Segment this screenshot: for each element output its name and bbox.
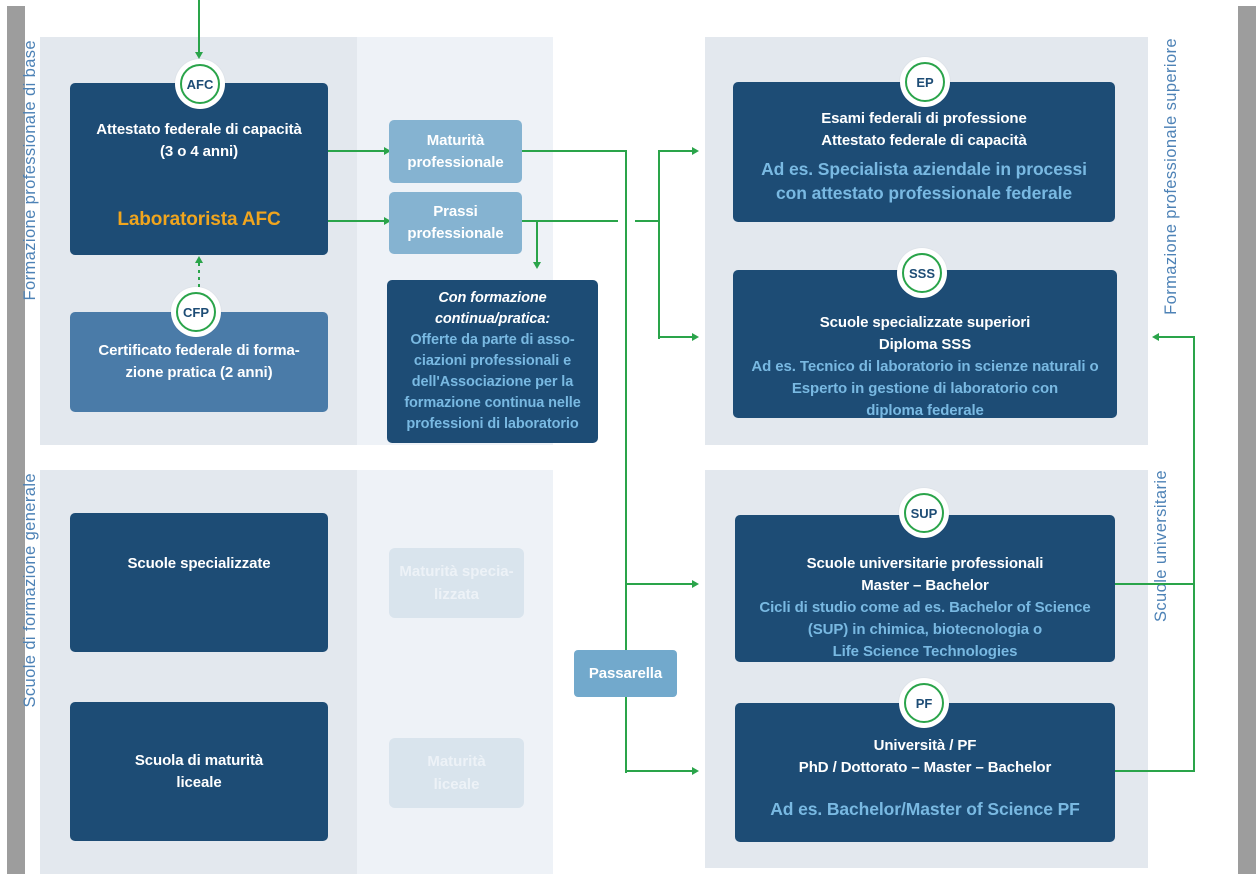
trunk-maturita-vertical: [625, 150, 627, 773]
maturita-professionale-box: Maturità professionale: [389, 120, 522, 183]
formazione-continua-title-line2: continua/pratica:: [434, 311, 551, 327]
scuola-maturita-liceale-line1: Scuola di maturità: [134, 751, 264, 769]
right-trunk-vertical: [1193, 337, 1195, 772]
connector-to-ep: [660, 150, 692, 152]
section-label-formazione-base: Formazione professionale di base: [21, 40, 39, 301]
sup-box-line2: Master – Bachelor: [861, 577, 989, 594]
connector-afc-to-prassi-professionale: [328, 220, 384, 222]
sss-badge: SSS: [897, 248, 947, 298]
sup-box: Scuole universitarie professionali Maste…: [735, 515, 1115, 662]
afc-box-title-line1: Attestato federale di capacità: [96, 121, 302, 138]
connector-entry-to-afc: [198, 0, 200, 52]
connector-trunk-to-sup: [627, 583, 692, 585]
arrowhead-to-pf: [692, 767, 699, 775]
connector-prassi-segment-2: [635, 220, 660, 222]
scuola-maturita-liceale-box: Scuola di maturità liceale: [70, 702, 328, 841]
pf-box-line1: Università / PF: [873, 737, 977, 754]
section-label-professionale-superiore: Formazione professionale superiore: [1162, 38, 1180, 315]
formazione-continua-title-line1: Con formazione: [438, 290, 547, 306]
cfp-badge: CFP: [171, 287, 221, 337]
prassi-professionale-box: Prassi professionale: [389, 192, 522, 254]
afc-badge-label: AFC: [186, 76, 214, 92]
connector-prassi-segment-1: [522, 220, 618, 222]
formazione-continua-body-line1: Offerte da parte di asso-: [410, 332, 575, 348]
scuole-specializzate-box: Scuole specializzate: [70, 513, 328, 652]
maturita-specializzata-line1: Maturità specia-: [399, 563, 514, 580]
maturita-professionale-line1: Maturità: [426, 131, 485, 149]
cfp-box-line1: Certificato federale di forma-: [98, 342, 300, 359]
maturita-liceale-box: Maturità liceale: [389, 738, 524, 808]
section-label-formazione-generale: Scuole di formazione generale: [21, 473, 39, 708]
formazione-continua-body-line5: professioni di laboratorio: [406, 416, 579, 432]
sup-box-example-line2: (SUP) in chimica, biotecnologia o: [807, 621, 1043, 638]
connector-sup-to-right-trunk: [1115, 583, 1195, 585]
passarella-box: Passarella: [574, 650, 677, 697]
afc-badge: AFC: [175, 59, 225, 109]
formazione-continua-body-line4: formazione continua nelle: [404, 395, 581, 411]
arrowhead-to-maturita-professionale: [384, 147, 391, 155]
pf-badge: PF: [899, 678, 949, 728]
left-frame-bar: [7, 6, 25, 874]
arrowhead-to-sup: [692, 580, 699, 588]
passarella-label: Passarella: [588, 664, 663, 682]
maturita-professionale-line2: professionale: [407, 153, 504, 171]
pf-badge-label: PF: [915, 695, 933, 711]
ep-badge: EP: [900, 57, 950, 107]
sup-box-line1: Scuole universitarie professionali: [806, 555, 1044, 572]
arrowhead-to-prassi-professionale: [384, 217, 391, 225]
afc-box: Attestato federale di capacità (3 o 4 an…: [70, 83, 328, 255]
pf-box-example-line1: Ad es. Bachelor/Master of Science PF: [770, 799, 1080, 819]
cfp-box-line2: zione pratica (2 anni): [125, 364, 273, 381]
ep-box-line2: Attestato federale di capacità: [821, 132, 1027, 149]
ep-box-example-line1: Ad es. Specialista aziendale in processi: [761, 159, 1087, 179]
sss-box-line1: Scuole specializzate superiori: [819, 314, 1031, 331]
cfp-badge-label: CFP: [183, 304, 209, 320]
sup-badge-label: SUP: [910, 505, 938, 521]
prassi-professionale-line2: professionale: [407, 225, 504, 242]
afc-box-title-line2: (3 o 4 anni): [160, 143, 238, 160]
panel-formazione-generale-strip: [357, 470, 553, 874]
prassi-professionale-line1: Prassi: [433, 203, 478, 220]
connector-to-sss: [660, 336, 692, 338]
connector-prassi-to-formazione-continua: [536, 222, 538, 262]
pf-box-line2: PhD / Dottorato – Master – Bachelor: [798, 759, 1052, 776]
arrowhead-right-to-sss: [1152, 333, 1159, 341]
ep-box-example-line2: con attestato professionale federale: [776, 183, 1072, 203]
formazione-continua-body-line2: ciazioni professionali e: [413, 353, 572, 369]
connector-right-trunk-to-sss: [1159, 336, 1195, 338]
ep-badge-label: EP: [916, 74, 934, 90]
connector-pf-to-right-trunk: [1115, 770, 1195, 772]
sss-box-example-line1: Ad es. Tecnico di laboratorio in scienze…: [751, 358, 1099, 375]
formazione-continua-body-line3: dell'Associazione per la: [411, 374, 574, 390]
sss-box-example-line2: Esperto in gestione di laboratorio con: [791, 380, 1059, 397]
arrowhead-cfp-to-afc: [195, 256, 203, 263]
pf-box: Università / PF PhD / Dottorato – Master…: [735, 703, 1115, 842]
arrowhead-to-formazione-continua: [533, 262, 541, 269]
arrowhead-to-ep: [692, 147, 699, 155]
sup-box-example-line1: Cicli di studio come ad es. Bachelor of …: [759, 599, 1091, 616]
sss-box-line2: Diploma SSS: [878, 336, 972, 353]
connector-cfp-to-afc-dashed: [198, 263, 200, 288]
arrowhead-to-sss: [692, 333, 699, 341]
scuole-specializzate-line1: Scuole specializzate: [127, 555, 271, 572]
connector-afc-to-maturita-professionale: [328, 150, 384, 152]
maturita-liceale-line2: liceale: [433, 776, 480, 793]
connector-trunk-to-pf: [627, 770, 692, 772]
trunk-prassi-vertical: [658, 150, 660, 339]
sup-badge: SUP: [899, 488, 949, 538]
right-frame-bar: [1238, 6, 1256, 874]
maturita-specializzata-box: Maturità specia- lizzata: [389, 548, 524, 618]
sss-badge-label: SSS: [908, 265, 935, 281]
connector-maturita-to-trunk: [522, 150, 627, 152]
arrowhead-entry-to-afc: [195, 52, 203, 59]
section-label-scuole-universitarie: Scuole universitarie: [1152, 470, 1170, 622]
sss-box-example-line3: diploma federale: [866, 402, 984, 419]
formazione-continua-box: Con formazione continua/pratica: Offerte…: [387, 280, 598, 443]
sup-box-example-line3: Life Science Technologies: [832, 643, 1018, 660]
afc-box-profession-label: Laboratorista AFC: [117, 209, 281, 230]
scuola-maturita-liceale-line2: liceale: [176, 773, 222, 791]
ep-box-line1: Esami federali di professione: [821, 110, 1027, 127]
maturita-specializzata-line2: lizzata: [433, 586, 479, 603]
maturita-liceale-line1: Maturità: [427, 753, 486, 770]
